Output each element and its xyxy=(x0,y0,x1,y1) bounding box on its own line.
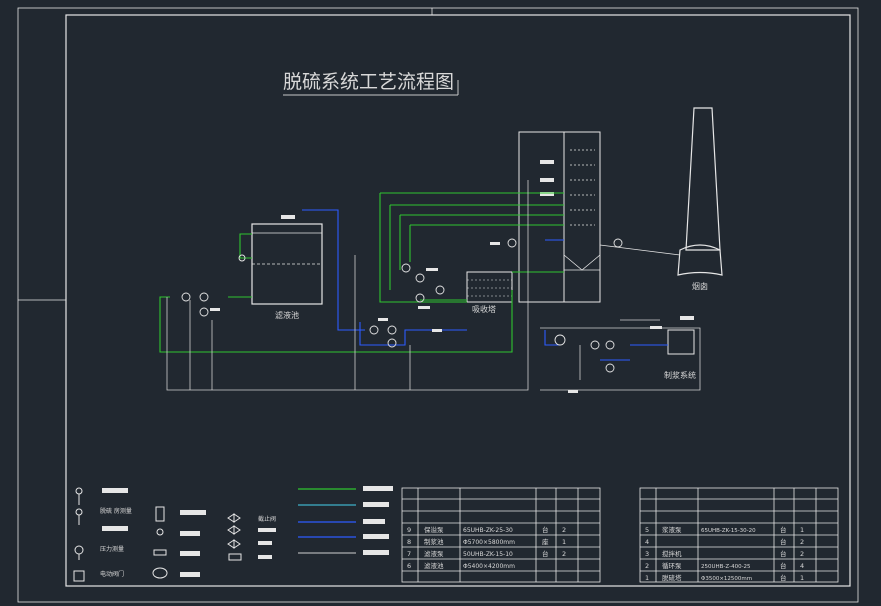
svg-text:台: 台 xyxy=(780,525,787,534)
green-pipelines xyxy=(159,192,564,353)
svg-text:台: 台 xyxy=(542,549,549,558)
legend-label-2: 压力测量 xyxy=(100,545,124,553)
svg-text:250UHB-Z-400-25: 250UHB-Z-400-25 xyxy=(701,564,751,570)
pulping-system-label: 制浆系统 xyxy=(664,370,696,380)
svg-text:脱硫塔: 脱硫塔 xyxy=(662,573,682,582)
svg-text:65UHB-ZK-25-30: 65UHB-ZK-25-30 xyxy=(463,527,513,534)
svg-text:台: 台 xyxy=(780,537,787,546)
svg-text:50UHB-ZK-15-10: 50UHB-ZK-15-10 xyxy=(463,551,513,558)
legend-label-1: 脱硫 房测量 xyxy=(100,507,132,515)
svg-text:制浆池: 制浆池 xyxy=(424,537,444,546)
svg-text:7: 7 xyxy=(407,550,411,558)
inner-frame xyxy=(65,14,851,587)
svg-text:台: 台 xyxy=(780,561,787,570)
svg-text:1: 1 xyxy=(800,526,804,534)
pump-symbols xyxy=(181,238,623,373)
parts-table-right-text: 5 浆液泵 65UHB-ZK-15-30-20 台 1 4 台 2 3 搅拌机 … xyxy=(645,525,804,582)
blue-pipelines xyxy=(302,209,668,361)
svg-text:9: 9 xyxy=(407,526,411,534)
svg-text:1: 1 xyxy=(562,538,566,546)
legend-symbols: 脱硫 房测量 压力测量 电动阀门 截止阀 xyxy=(73,487,276,582)
svg-text:台: 台 xyxy=(780,549,787,558)
svg-text:1: 1 xyxy=(800,574,804,582)
parts-table-left-text: 9 保溢泵 65UHB-ZK-25-30 台 2 8 制浆池 Φ5700×580… xyxy=(407,525,566,570)
svg-text:台: 台 xyxy=(780,573,787,582)
legend-label-3: 电动阀门 xyxy=(100,570,124,578)
svg-text:65UHB-ZK-15-30-20: 65UHB-ZK-15-30-20 xyxy=(701,528,756,534)
absorber-tower xyxy=(518,131,601,303)
svg-text:座: 座 xyxy=(542,537,549,546)
svg-text:4: 4 xyxy=(800,562,804,570)
drawing-title: 脱硫系统工艺流程图 xyxy=(283,71,454,93)
chimney: 烟囱 xyxy=(677,107,723,291)
svg-text:2: 2 xyxy=(800,550,804,558)
white-pipelines xyxy=(166,180,701,391)
filtrate-tank: 滤液池 xyxy=(251,215,323,320)
svg-text:搅拌机: 搅拌机 xyxy=(662,549,682,558)
svg-text:1: 1 xyxy=(645,574,649,582)
svg-text:2: 2 xyxy=(562,526,566,534)
chimney-label: 烟囱 xyxy=(692,281,708,291)
svg-text:Φ5700×5800mm: Φ5700×5800mm xyxy=(463,539,515,546)
svg-text:6: 6 xyxy=(407,562,411,570)
svg-text:2: 2 xyxy=(800,538,804,546)
svg-text:保溢泵: 保溢泵 xyxy=(424,525,444,534)
outer-frame xyxy=(17,7,859,603)
legend-valve-label: 截止阀 xyxy=(258,515,276,523)
pulping-system: 制浆系统 xyxy=(664,316,696,380)
svg-text:台: 台 xyxy=(542,525,549,534)
parts-table-left xyxy=(401,487,601,583)
svg-text:5: 5 xyxy=(645,526,649,534)
svg-text:滤液池: 滤液池 xyxy=(424,561,444,570)
absorber-label: 吸收塔 xyxy=(472,304,496,314)
parts-table-right xyxy=(639,487,839,583)
svg-text:2: 2 xyxy=(645,562,649,570)
svg-text:3: 3 xyxy=(645,550,649,558)
label-plates xyxy=(210,242,662,393)
svg-text:Φ3500×12500mm: Φ3500×12500mm xyxy=(701,576,752,582)
svg-text:4: 4 xyxy=(645,538,649,546)
svg-text:滤液泵: 滤液泵 xyxy=(424,549,444,558)
svg-text:8: 8 xyxy=(407,538,411,546)
svg-text:Φ5400×4200mm: Φ5400×4200mm xyxy=(463,563,515,570)
svg-text:2: 2 xyxy=(562,550,566,558)
filtrate-tank-label: 滤液池 xyxy=(275,310,299,320)
line-legend xyxy=(298,486,393,555)
svg-text:浆液泵: 浆液泵 xyxy=(662,525,682,534)
svg-text:循环泵: 循环泵 xyxy=(662,561,682,570)
absorber-slurry-block: 吸收塔 xyxy=(466,271,513,314)
